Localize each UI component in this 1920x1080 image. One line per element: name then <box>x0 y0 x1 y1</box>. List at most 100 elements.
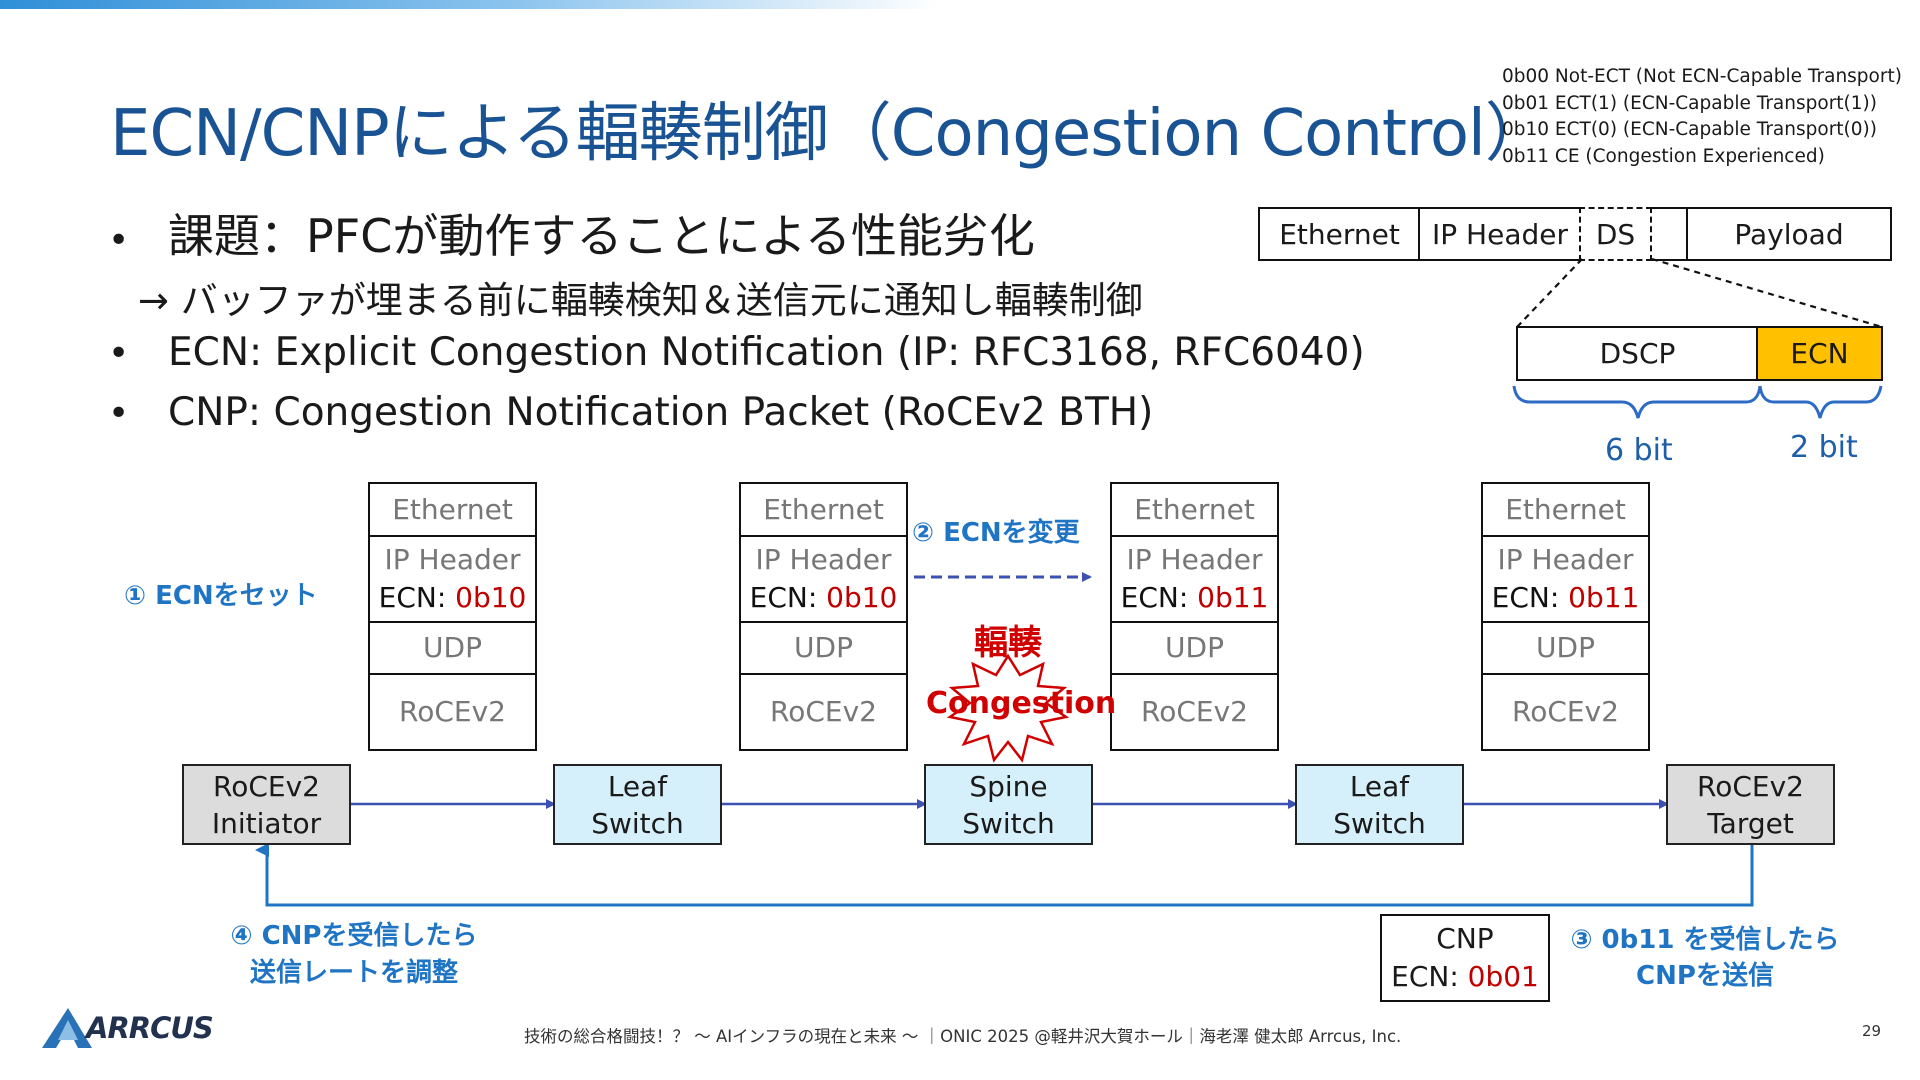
callout-step3-line2: CNPを送信 <box>1636 961 1774 991</box>
node-rocev2-initiator: RoCEv2 Initiator <box>182 764 351 845</box>
header-field-payload: Payload <box>1686 207 1892 261</box>
callout-step4-line1: ④ CNPを受信したら <box>230 921 478 951</box>
stack-ip-label: IP Header <box>384 543 521 576</box>
node-spine-switch: Spine Switch <box>924 764 1093 845</box>
stack-ecn-value: 0b11 <box>1568 581 1640 614</box>
stack-ecn-value: 0b10 <box>826 581 898 614</box>
node-label: Target <box>1707 806 1794 840</box>
node-label: Switch <box>1333 806 1426 840</box>
stack-udp: UDP <box>741 623 906 675</box>
bullet-issue: • 課題：PFCが動作することによる性能劣化 <box>108 200 1035 266</box>
arrcus-logo: ARRCUS <box>40 1006 214 1050</box>
cnp-ecn-value: 0b01 <box>1467 960 1539 993</box>
congestion-burst-icon <box>946 653 1070 763</box>
cnp-packet-box: CNP ECN: 0b01 <box>1380 914 1550 1002</box>
bullet-cnp: • CNP: Congestion Notification Packet (Ro… <box>108 390 1153 435</box>
brace-ecn <box>1758 385 1883 419</box>
packet-stack-2: Ethernet IP Header ECN: 0b10 UDP RoCEv2 <box>739 482 908 751</box>
node-label: RoCEv2 <box>1697 769 1804 803</box>
slide-title: ECN/CNPによる輻輳制御（Congestion Control） <box>110 97 1549 171</box>
node-label: Switch <box>962 806 1055 840</box>
brace-dscp <box>1512 385 1762 419</box>
packet-stack-1: Ethernet IP Header ECN: 0b10 UDP RoCEv2 <box>368 482 537 751</box>
bullet-issue-text: 課題：PFCが動作することによる性能劣化 <box>168 209 1035 263</box>
congestion-label-jp: 輻輳 <box>974 623 1042 663</box>
congestion-label-en: Congestion <box>926 686 1117 721</box>
stack-ip-label: IP Header <box>755 543 892 576</box>
arrcus-logo-text: ARRCUS <box>86 1011 214 1045</box>
bullet-dot: • <box>108 333 130 374</box>
node-rocev2-target: RoCEv2 Target <box>1666 764 1835 845</box>
callout-step3-line1: ③ 0b11 を受信したら <box>1570 925 1840 955</box>
zoom-line-right <box>1651 257 1883 329</box>
node-label: RoCEv2 <box>213 769 320 803</box>
stack-ip-header: IP Header ECN: 0b11 <box>1483 537 1648 623</box>
node-label: Leaf <box>607 769 668 803</box>
stack-rocev2: RoCEv2 <box>770 695 877 728</box>
bullet-dot: • <box>108 393 130 434</box>
node-label: Leaf <box>1349 769 1410 803</box>
node-label: Switch <box>591 806 684 840</box>
footer-text: 技術の総合格闘技！？ ～ AIインフラの現在と未来 ～ ｜ONIC 2025 @… <box>524 1027 1402 1046</box>
bullet-dot: • <box>108 220 130 261</box>
node-label: Initiator <box>211 806 322 840</box>
ds-field-dscp: DSCP <box>1516 326 1759 381</box>
ecn-legend-item: 0b01 ECT(1) (ECN-Capable Transport(1)) <box>1502 92 1877 114</box>
packet-stack-4: Ethernet IP Header ECN: 0b11 UDP RoCEv2 <box>1481 482 1650 751</box>
bit-label-dscp: 6 bit <box>1605 433 1673 468</box>
stack-udp: UDP <box>1483 623 1648 675</box>
stack-ecn-value: 0b10 <box>455 581 527 614</box>
node-label: Spine <box>969 769 1048 803</box>
ecn-legend: 0b00 Not-ECT (Not ECN-Capable Transport)… <box>1502 64 1902 170</box>
node-leaf-switch-2: Leaf Switch <box>1295 764 1464 845</box>
stack-ecn: ECN: 0b11 <box>1492 579 1640 617</box>
stack-rocev2: RoCEv2 <box>1512 695 1619 728</box>
bullet-ecn-text: ECN: Explicit Congestion Notification (I… <box>168 330 1365 375</box>
bullet-ecn: • ECN: Explicit Congestion Notification (… <box>108 330 1365 375</box>
callout-step3: ③ 0b11 を受信したら CNPを送信 <box>1570 922 1840 994</box>
cnp-ecn: ECN: 0b01 <box>1391 958 1539 996</box>
stack-ethernet: Ethernet <box>1112 484 1277 537</box>
stack-ecn: ECN: 0b10 <box>750 579 898 617</box>
stack-ethernet: Ethernet <box>1483 484 1648 537</box>
packet-header-diagram: Ethernet IP Header DS Payload <box>1258 207 1892 261</box>
callout-step4: ④ CNPを受信したら 送信レートを調整 <box>224 918 484 992</box>
cnp-name: CNP <box>1436 922 1494 955</box>
header-field-ip: IP Header <box>1418 207 1580 261</box>
ecn-legend-item: 0b00 Not-ECT (Not ECN-Capable Transport) <box>1502 66 1902 87</box>
stack-ecn-value: 0b11 <box>1197 581 1269 614</box>
stack-rocev2: RoCEv2 <box>399 695 506 728</box>
stack-ecn: ECN: 0b10 <box>379 579 527 617</box>
cnp-feedback-arrow <box>255 843 1754 907</box>
stack-ip-label: IP Header <box>1126 543 1263 576</box>
stack-udp: UDP <box>370 623 535 675</box>
callout-step4-line2: 送信レートを調整 <box>249 958 458 988</box>
ecn-legend-item: 0b11 CE (Congestion Experienced) <box>1502 145 1825 167</box>
stack-ecn-label: ECN: <box>749 581 827 614</box>
stack-ecn-label: ECN: <box>378 581 456 614</box>
bullet-cnp-text: CNP: Congestion Notification Packet (RoC… <box>168 390 1154 435</box>
arrcus-logo-icon <box>42 1008 92 1048</box>
ds-field-ecn: ECN <box>1756 326 1883 381</box>
bit-label-ecn: 2 bit <box>1790 430 1858 465</box>
stack-ecn-label: ECN: <box>1120 581 1198 614</box>
page-number: 29 <box>1862 1022 1882 1040</box>
stack-ip-header: IP Header ECN: 0b10 <box>370 537 535 623</box>
stack-ethernet: Ethernet <box>370 484 535 537</box>
node-leaf-switch-1: Leaf Switch <box>553 764 722 845</box>
zoom-line-left <box>1516 258 1583 328</box>
packet-stack-3: Ethernet IP Header ECN: 0b11 UDP RoCEv2 <box>1110 482 1279 751</box>
stack-ip-header: IP Header ECN: 0b11 <box>1112 537 1277 623</box>
stack-ip-header: IP Header ECN: 0b10 <box>741 537 906 623</box>
bullet-issue-followup: → バッファが埋まる前に輻輳検知＆送信元に通知し輻輳制御 <box>138 279 1143 322</box>
ecn-legend-item: 0b10 ECT(0) (ECN-Capable Transport(0)) <box>1502 119 1877 140</box>
callout-step2: ② ECNを変更 <box>912 518 1080 548</box>
stack-ecn: ECN: 0b11 <box>1121 579 1269 617</box>
stack-udp: UDP <box>1112 623 1277 675</box>
stack-ip-label: IP Header <box>1497 543 1634 576</box>
stack-ethernet: Ethernet <box>741 484 906 537</box>
callout-step1: ① ECNをセット <box>124 581 318 611</box>
stack-rocev2: RoCEv2 <box>1141 695 1248 728</box>
header-field-ds: DS <box>1579 207 1652 261</box>
cnp-ecn-label: ECN: <box>1391 960 1468 993</box>
